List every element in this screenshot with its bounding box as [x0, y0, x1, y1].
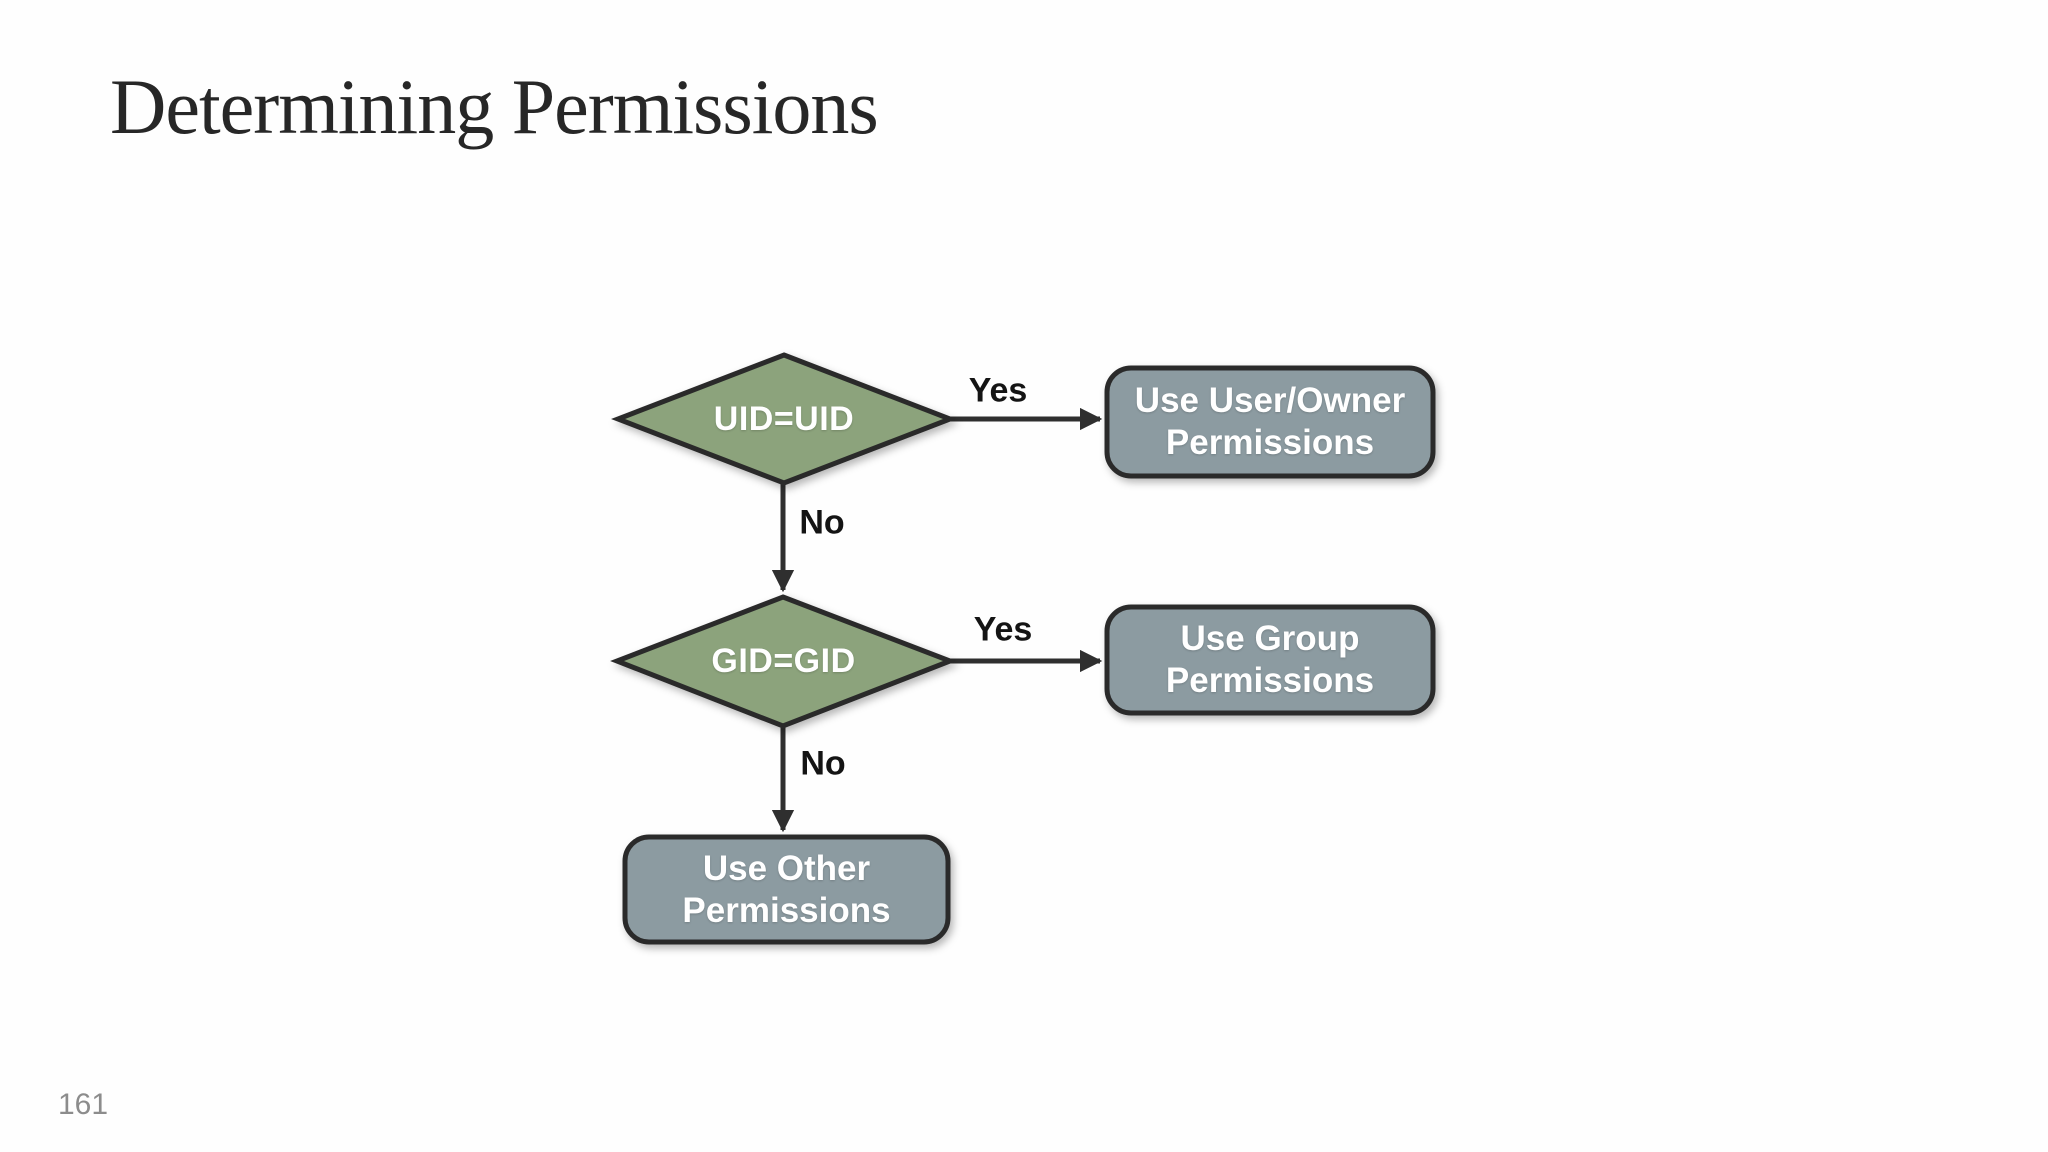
edge-label-uid-no: No — [799, 503, 845, 542]
page-number: 161 — [58, 1088, 109, 1121]
edge-label-gid-no: No — [800, 744, 846, 783]
decision-label-uid: UID=UID — [713, 399, 855, 438]
decision-diamond-uid — [611, 352, 957, 486]
result-label-other: Use Other Permissions — [682, 848, 891, 930]
result-box-user — [1104, 365, 1436, 479]
page-title: Determining Permissions — [110, 63, 879, 150]
result-label-user: Use User/Owner Permissions — [1134, 381, 1406, 462]
result-box-group — [1104, 604, 1436, 716]
edge-label-uid-yes: Yes — [968, 371, 1028, 410]
result-box-other — [622, 834, 951, 945]
edge-label-gid-yes: Yes — [973, 610, 1033, 649]
decision-diamond-gid — [610, 594, 957, 729]
decision-label-gid: GID=GID — [711, 642, 856, 680]
result-label-group: Use Group Permissions — [1165, 619, 1375, 700]
